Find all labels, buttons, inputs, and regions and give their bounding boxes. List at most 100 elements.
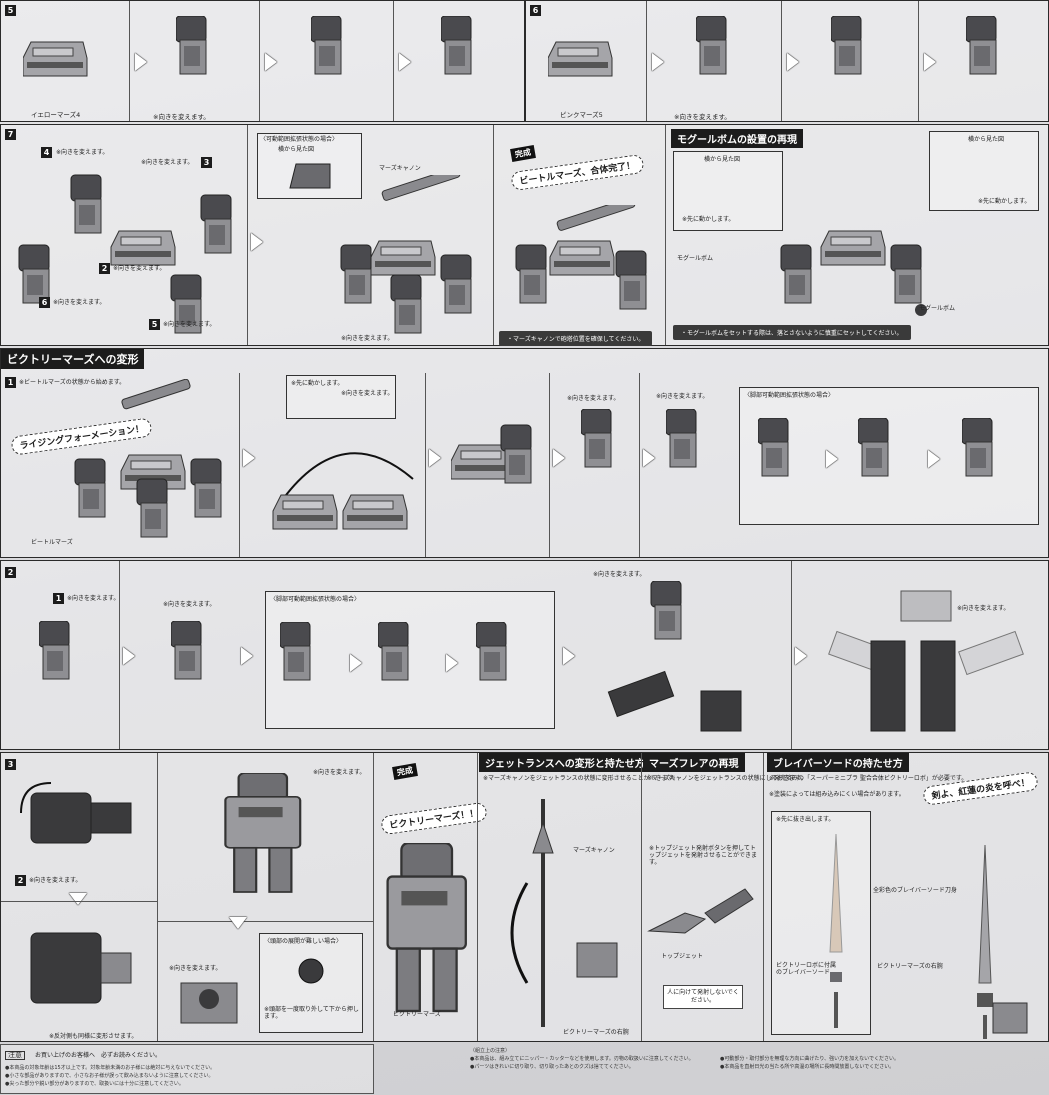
divider: [393, 1, 394, 121]
divider: [129, 1, 130, 121]
caution-label: 注意: [5, 1051, 25, 1060]
flow-arrow-icon: [135, 53, 147, 71]
row5-panel: 3 2 ※向きを変えます。 ※反対側も同様に変形させます。 ※向きを変えます。 …: [0, 752, 1049, 1042]
handling-note-2: ●本商品を直射日光の当たる所や高温の場所に長時間放置しないでください。: [720, 1064, 895, 1070]
first-move-callout: ※先に動かします。 ※向きを変えます。: [286, 375, 396, 419]
robo-sword-label: ビクトリーロボに付属のブレイバーソード: [776, 962, 837, 976]
yellow-mars-train-figure: [23, 41, 88, 77]
robot-part-figure: [581, 409, 612, 468]
right-arm-label: ビクトリーマーズの右腕: [563, 1029, 629, 1036]
from-beetle-note: ※ビートルマーズの状態から始めます。: [19, 379, 126, 386]
flow-arrow-icon: [241, 647, 253, 665]
top-jet-figure: [647, 888, 754, 934]
sub-step-2: 2: [99, 263, 110, 274]
turn-note: ※向きを変えます。: [656, 393, 709, 400]
assembly-note-title: （組立上の注意）: [470, 1048, 511, 1054]
sword-note: ※発売済みの「スーパーミニプラ 聖合合体ビクトリーロボ」が必要です。: [769, 775, 968, 782]
robot-part-figure: [39, 621, 70, 680]
row3-panel: ビクトリーマーズへの変形 1 ※ビートルマーズの状態から始めます。 ライジングフ…: [0, 348, 1049, 558]
other-side-note: ※反対側も同様に変形させます。: [49, 1033, 138, 1040]
divider: [119, 561, 120, 749]
yellow-mars-label: イエローマーズ4: [31, 111, 81, 119]
robot-part-figure: [311, 16, 342, 75]
divider: [781, 1, 782, 121]
robot-standing-figure: [224, 773, 302, 894]
head-note: ※頭部を一度取り外して下から押します。: [264, 1006, 359, 1020]
turn-note: ※向きを変えます。: [163, 321, 216, 328]
divider: [239, 373, 240, 557]
top-jet-note: ※トップジェット発射ボタンを押してトップジェットを発射させることができます。: [649, 845, 758, 866]
flow-arrow-down-icon: [69, 893, 87, 905]
step-number: 6: [530, 5, 541, 16]
leg-ext-title: 〈脚部可動範囲拡張状態の場合〉: [744, 392, 835, 399]
turn-note: ※向きを変えます。: [163, 601, 216, 608]
row4-panel: 2 1 ※向きを変えます。 ※向きを変えます。 〈脚部可動範囲拡張状態の場合〉 …: [0, 560, 1049, 750]
turn-note: ※向きを変えます。: [313, 769, 366, 776]
divider: [477, 753, 478, 1041]
mogul-side-view-box: 横から見た図 ※先に動かします。: [673, 151, 783, 231]
sword-blade-figure: [829, 833, 843, 1028]
flow-arrow-icon: [265, 53, 277, 71]
robot-part-figure: [280, 622, 311, 681]
turn-note: ※向きを変えます。: [67, 595, 120, 602]
divider: [373, 753, 374, 1041]
robot-part-figure: [666, 409, 697, 468]
first-pull-note: ※先に抜き出します。: [776, 816, 835, 823]
turn-note: ※向きを変えます。: [53, 299, 106, 306]
handling-note-1: ●可動部分・取付部分を無理な方向に曲げたり、強い力を加えないでください。: [720, 1056, 900, 1062]
victory-mars-label: ビクトリーマーズ: [393, 1011, 441, 1018]
sub-step-3: 3: [201, 157, 212, 168]
step-number: 1: [5, 377, 16, 388]
head-part-icon: [298, 958, 324, 984]
divider: [918, 1, 919, 121]
divider: [763, 753, 764, 1041]
flow-arrow-icon: [399, 53, 411, 71]
robot-part-figure: [962, 418, 993, 477]
mogul-section-title: モグールボムの設置の再現: [671, 129, 803, 148]
flow-arrow-icon: [787, 53, 799, 71]
parts-assembly-figure: [18, 174, 232, 334]
row1-panel-right: 6 ピンクマーズ5 ※向きを変えます。: [525, 0, 1049, 122]
complete-badge: 完成: [510, 145, 536, 162]
robot-part-figure: [378, 622, 409, 681]
pink-mars-label: ピンクマーズ5: [560, 111, 603, 119]
turn-note: ※向きを変えます。: [29, 877, 82, 884]
side-part-figure: [289, 163, 331, 189]
side-view-label: 横から見た図: [968, 136, 1005, 143]
flow-arrow-icon: [928, 450, 940, 468]
caution-line-3: ●尖った部分や鋭い部分がありますので、取扱いには十分に注意してください。: [5, 1081, 184, 1087]
right-arm-label: ビクトリーマーズの右腕: [877, 963, 943, 970]
sub-step-4: 4: [41, 147, 52, 158]
caution-text: お買い上げのお客様へ 必ずお読みください。: [35, 1052, 162, 1059]
mars-cannon-label: マーズキャノン: [379, 165, 421, 172]
divider: [493, 125, 494, 345]
robot-part-figure: [171, 621, 202, 680]
leg-extension-box: 〈脚部可動範囲拡張状態の場合〉: [265, 591, 555, 729]
robot-part-figure: [451, 424, 532, 484]
divider: [259, 1, 260, 121]
mogul-side-view-box-2: 横から見た図 ※先に動かします。: [929, 131, 1039, 211]
assembly-note-2: ●パーツはきれいに切り取り、切り取ったあとのクズは捨ててください。: [470, 1064, 634, 1070]
step-number: 7: [5, 129, 16, 140]
ext-title: 〈可動範囲拡張状態の場合〉: [260, 136, 339, 143]
turn-note: ※向きを変えます。: [113, 265, 166, 272]
flow-arrow-icon: [795, 647, 807, 665]
turn-note: ※向きを変えます。: [341, 390, 394, 397]
top-jet-label: トップジェット: [661, 953, 704, 960]
head-deploy-box: 〈頭部の展開が難しい場合〉 ※頭部を一度取り外して下から押します。: [259, 933, 363, 1033]
painted-sword-figure: [977, 844, 1028, 1039]
row1-panel-left: 5 イエローマーズ4 ※向きを変えます。: [0, 0, 525, 122]
beetle-mars-figure: [74, 379, 222, 538]
flow-arrow-icon: [553, 449, 565, 467]
side-view-label: 横から見た図: [704, 156, 741, 163]
side-view-label: 横から見た図: [278, 146, 315, 153]
robot-part-figure: [441, 16, 472, 75]
flow-arrow-icon: [251, 233, 263, 251]
turn-note: ※向きを変えます。: [169, 965, 222, 972]
flow-arrow-icon: [924, 53, 936, 71]
leg-extension-box: 〈脚部可動範囲拡張状態の場合〉: [739, 387, 1039, 525]
sub-step-2: 2: [15, 875, 26, 886]
paint-sword-label: 全彩色のブレイバーソード刀身: [873, 887, 957, 894]
flow-arrow-down-icon: [229, 917, 247, 929]
flow-arrow-icon: [826, 450, 838, 468]
